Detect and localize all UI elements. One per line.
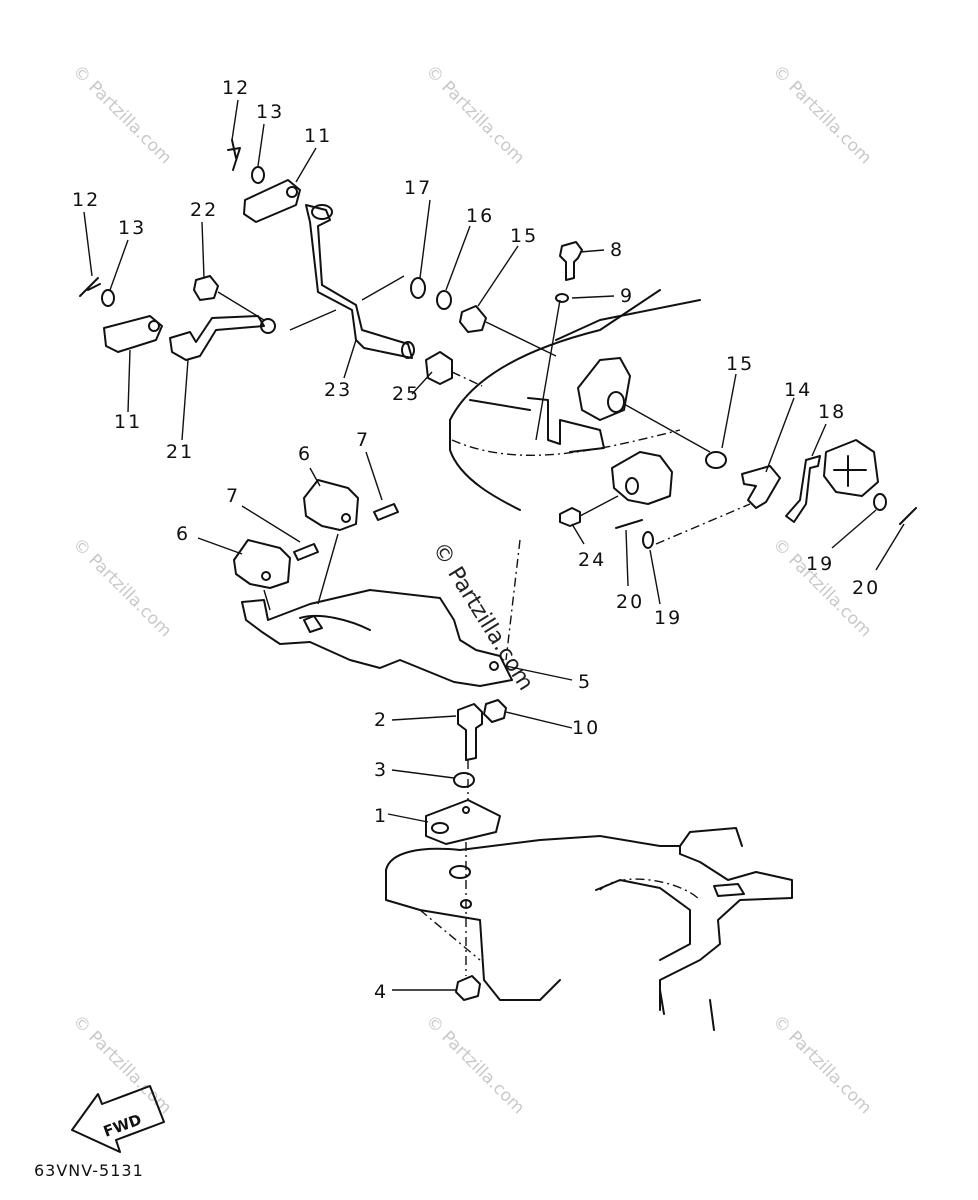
callout-6: 6 xyxy=(298,443,312,465)
diagram-code: 63VNV-5131 xyxy=(34,1161,144,1180)
joint-11-lower xyxy=(103,315,163,353)
swivel-bracket-body xyxy=(385,827,793,1031)
leader-lines xyxy=(83,99,905,991)
pin-7-lower xyxy=(293,543,319,561)
shift-cam xyxy=(611,451,673,505)
watermark: © Partzilla.com xyxy=(68,61,175,168)
callout-9: 9 xyxy=(620,285,634,307)
watermark-center: © Partzilla.com xyxy=(427,538,538,695)
washer-13-left xyxy=(101,289,115,307)
callout-18: 18 xyxy=(818,401,846,423)
bolt-8 xyxy=(559,241,583,281)
callout-6: 6 xyxy=(176,523,190,545)
callout-3: 3 xyxy=(374,759,388,781)
screw-24 xyxy=(559,507,581,527)
shift-knob-housing xyxy=(823,439,879,497)
callout-21: 21 xyxy=(166,441,194,463)
collar-22 xyxy=(193,275,219,301)
callout-16: 16 xyxy=(466,205,494,227)
fwd-label: FWD xyxy=(101,1110,144,1140)
callout-4: 4 xyxy=(374,981,388,1003)
collar-15-left xyxy=(459,305,487,333)
washer-13-upper xyxy=(251,166,265,184)
washer-9 xyxy=(555,293,569,303)
bolt-2 xyxy=(457,703,483,761)
shift-rod-23 xyxy=(305,204,413,359)
callout-17: 17 xyxy=(404,177,432,199)
bushing-25 xyxy=(425,351,453,385)
watermark: © Partzilla.com xyxy=(421,1011,528,1118)
bottom-cowling-front xyxy=(449,241,917,661)
nut-4 xyxy=(455,975,481,1001)
callouts: 12 13 11 12 13 22 17 16 15 8 9 11 23 25 … xyxy=(72,77,880,1003)
cotter-pin-12-upper xyxy=(227,139,241,171)
callout-11: 11 xyxy=(304,125,332,147)
clip-16 xyxy=(436,290,452,310)
callout-10: 10 xyxy=(572,717,600,739)
neutral-switch-6-upper xyxy=(303,479,359,531)
watermark: © Partzilla.com xyxy=(68,534,175,641)
mounting-hardware xyxy=(425,699,507,1001)
callout-12: 12 xyxy=(72,189,100,211)
callout-13: 13 xyxy=(118,217,146,239)
callout-20: 20 xyxy=(616,591,644,613)
callout-20: 20 xyxy=(852,577,880,599)
joint-11-upper xyxy=(243,179,301,223)
callout-19: 19 xyxy=(654,607,682,629)
shift-bracket xyxy=(527,397,605,453)
callout-1: 1 xyxy=(374,805,388,827)
callout-14: 14 xyxy=(784,379,812,401)
washer-3 xyxy=(453,772,475,788)
callout-5: 5 xyxy=(578,671,592,693)
callout-11: 11 xyxy=(114,411,142,433)
shift-lever-21 xyxy=(169,315,265,361)
shift-link-14 xyxy=(741,465,781,509)
shift-arm-18 xyxy=(785,455,821,523)
washer-19-right xyxy=(873,493,887,511)
bracket-plate-5 xyxy=(241,589,513,687)
cotter-pin-20-right xyxy=(899,507,917,525)
fwd-arrow-icon xyxy=(71,1085,165,1153)
watermark: © Partzilla.com xyxy=(421,61,528,168)
callout-23: 23 xyxy=(324,379,352,401)
mount-bracket-1 xyxy=(425,799,501,845)
callout-7: 7 xyxy=(356,429,370,451)
washer-19-mid xyxy=(642,531,654,549)
callout-24: 24 xyxy=(578,549,606,571)
callout-8: 8 xyxy=(610,239,624,261)
watermark: © Partzilla.com xyxy=(768,61,875,168)
callout-7: 7 xyxy=(226,485,240,507)
callout-15: 15 xyxy=(510,225,538,247)
callout-15: 15 xyxy=(726,353,754,375)
shift-rod-assembly xyxy=(79,139,557,387)
callout-22: 22 xyxy=(190,199,218,221)
watermark: © Partzilla.com xyxy=(768,1011,875,1118)
callout-2: 2 xyxy=(374,709,388,731)
washer-17 xyxy=(410,277,426,299)
watermark: © Partzilla.com xyxy=(68,1011,175,1118)
cotter-pin-12-left xyxy=(79,277,101,297)
pin-7-upper xyxy=(373,503,399,521)
callout-19: 19 xyxy=(806,553,834,575)
callout-25: 25 xyxy=(392,383,420,405)
callout-13: 13 xyxy=(256,101,284,123)
bracket-assembly xyxy=(233,479,513,687)
shift-shaft-housing xyxy=(577,357,631,421)
collar-15-right xyxy=(705,451,727,469)
nut-10 xyxy=(483,699,507,723)
neutral-switch-6-lower xyxy=(233,539,291,589)
callout-12: 12 xyxy=(222,77,250,99)
cotter-pin-20-mid xyxy=(615,519,643,529)
